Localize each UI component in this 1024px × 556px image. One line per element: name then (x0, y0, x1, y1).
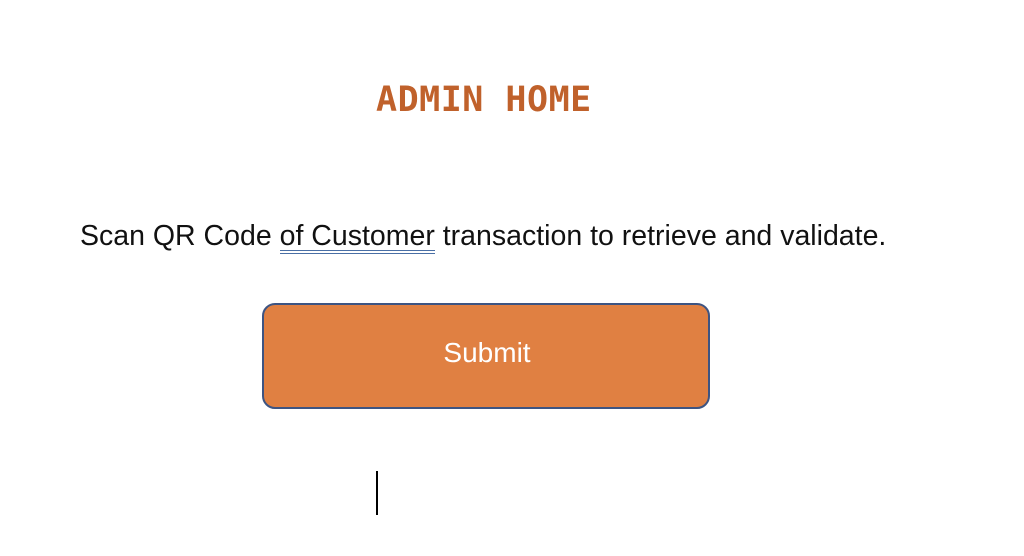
text-insertion-cursor (376, 471, 378, 515)
instruction-text: Scan QR Code of Customer transaction to … (80, 216, 886, 256)
submit-button[interactable]: Submit (262, 303, 710, 409)
submit-button-label: Submit (443, 337, 531, 368)
page-title: ADMIN HOME (376, 80, 592, 120)
grammar-flagged-text[interactable]: of Customer (279, 216, 436, 256)
instruction-text-start: Scan QR Code (80, 220, 280, 252)
instruction-text-end: transaction to retrieve and validate. (434, 220, 887, 252)
